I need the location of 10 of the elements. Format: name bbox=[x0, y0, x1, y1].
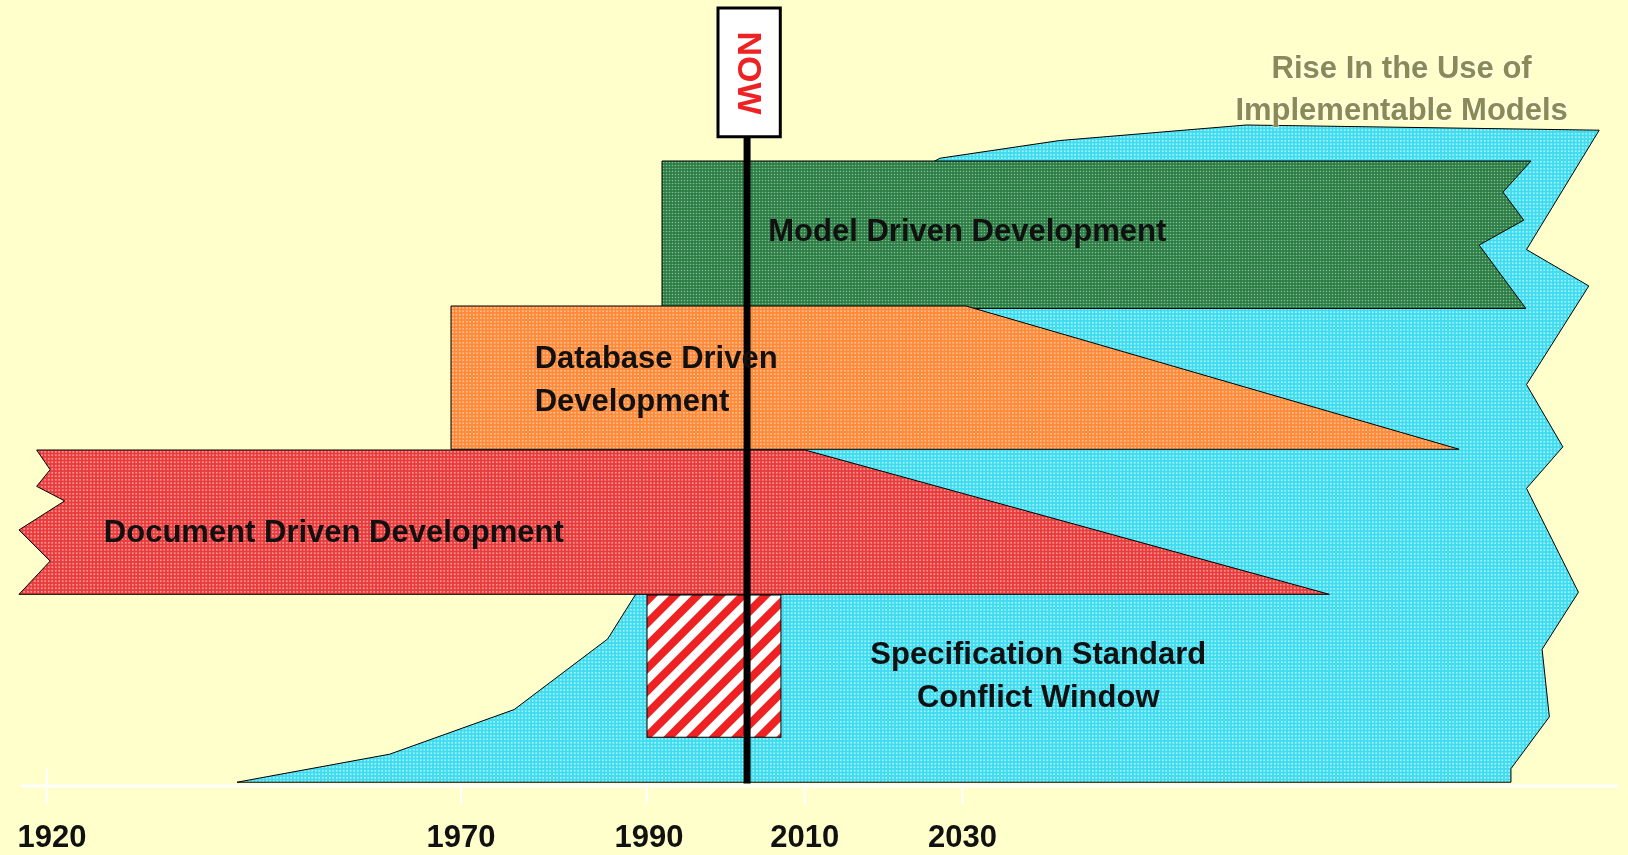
year-label: 1990 bbox=[614, 818, 684, 855]
band-label: Document Driven Development bbox=[103, 512, 564, 551]
area-title: Rise In the Use of Implementable Models bbox=[1234, 48, 1569, 129]
year-label: 2010 bbox=[770, 818, 840, 855]
year-label: 1920 bbox=[17, 818, 87, 855]
now-label: NOW bbox=[732, 31, 767, 115]
band-label: Model Driven Development bbox=[768, 211, 1167, 250]
year-label: 1970 bbox=[426, 818, 496, 855]
conflict-window-label: Specification Standard Conflict Window bbox=[869, 635, 1208, 717]
year-label: 2030 bbox=[928, 818, 997, 855]
